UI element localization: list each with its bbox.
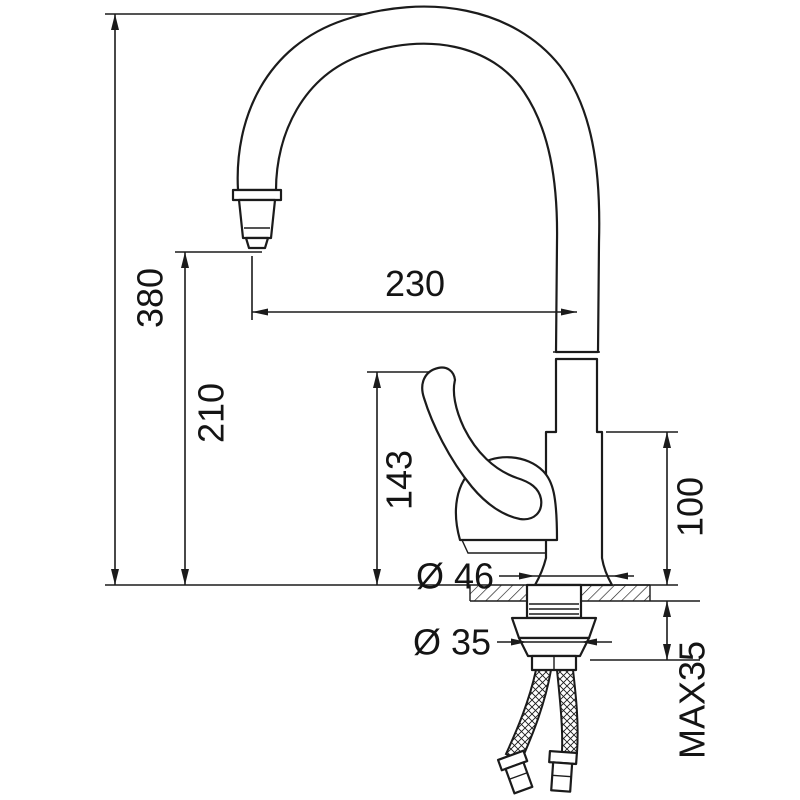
nozzle-body: [237, 198, 277, 240]
hose-fitting-left: [496, 749, 534, 795]
dim-label-overall-height: 380: [130, 268, 171, 328]
dimension-line-set: [114, 14, 668, 660]
dim-label-base-diameter: Ø 46: [416, 556, 494, 597]
dim-label-hole-diameter: Ø 35: [413, 622, 491, 663]
hose-fitting-right: [548, 750, 578, 793]
handle-collar-line: [461, 539, 546, 554]
dim-label-spout-outlet-height: 210: [191, 383, 232, 443]
mounting-washer: [517, 636, 591, 658]
counter-hatch-right: [581, 585, 650, 601]
dimension-lines: [111, 14, 671, 660]
nozzle-tip: [244, 236, 270, 250]
extension-lines: [105, 13, 700, 661]
gooseneck-spout: [236, 5, 601, 354]
mounting-nut: [510, 616, 598, 640]
dim-label-max-thickness: MAX35: [672, 641, 713, 759]
supply-hose-right: [555, 669, 579, 755]
supply-hose-left: [504, 669, 553, 763]
extension-line-set: [105, 13, 700, 661]
faucet: [231, 5, 651, 795]
dim-label-body-height: 100: [670, 477, 711, 537]
threaded-shank: [525, 583, 583, 620]
counter-hatch-left: [470, 585, 527, 601]
nozzle-collar: [231, 188, 283, 202]
handle-lever: [421, 366, 543, 521]
dim-label-handle-height: 143: [379, 450, 420, 510]
faucet-body: [533, 357, 614, 587]
dim-label-spout-reach: 230: [385, 263, 445, 304]
dimension-labels: 380 210 230 143 100 Ø 46 Ø 35 MAX35: [130, 263, 713, 759]
shank-threads: [529, 603, 579, 615]
